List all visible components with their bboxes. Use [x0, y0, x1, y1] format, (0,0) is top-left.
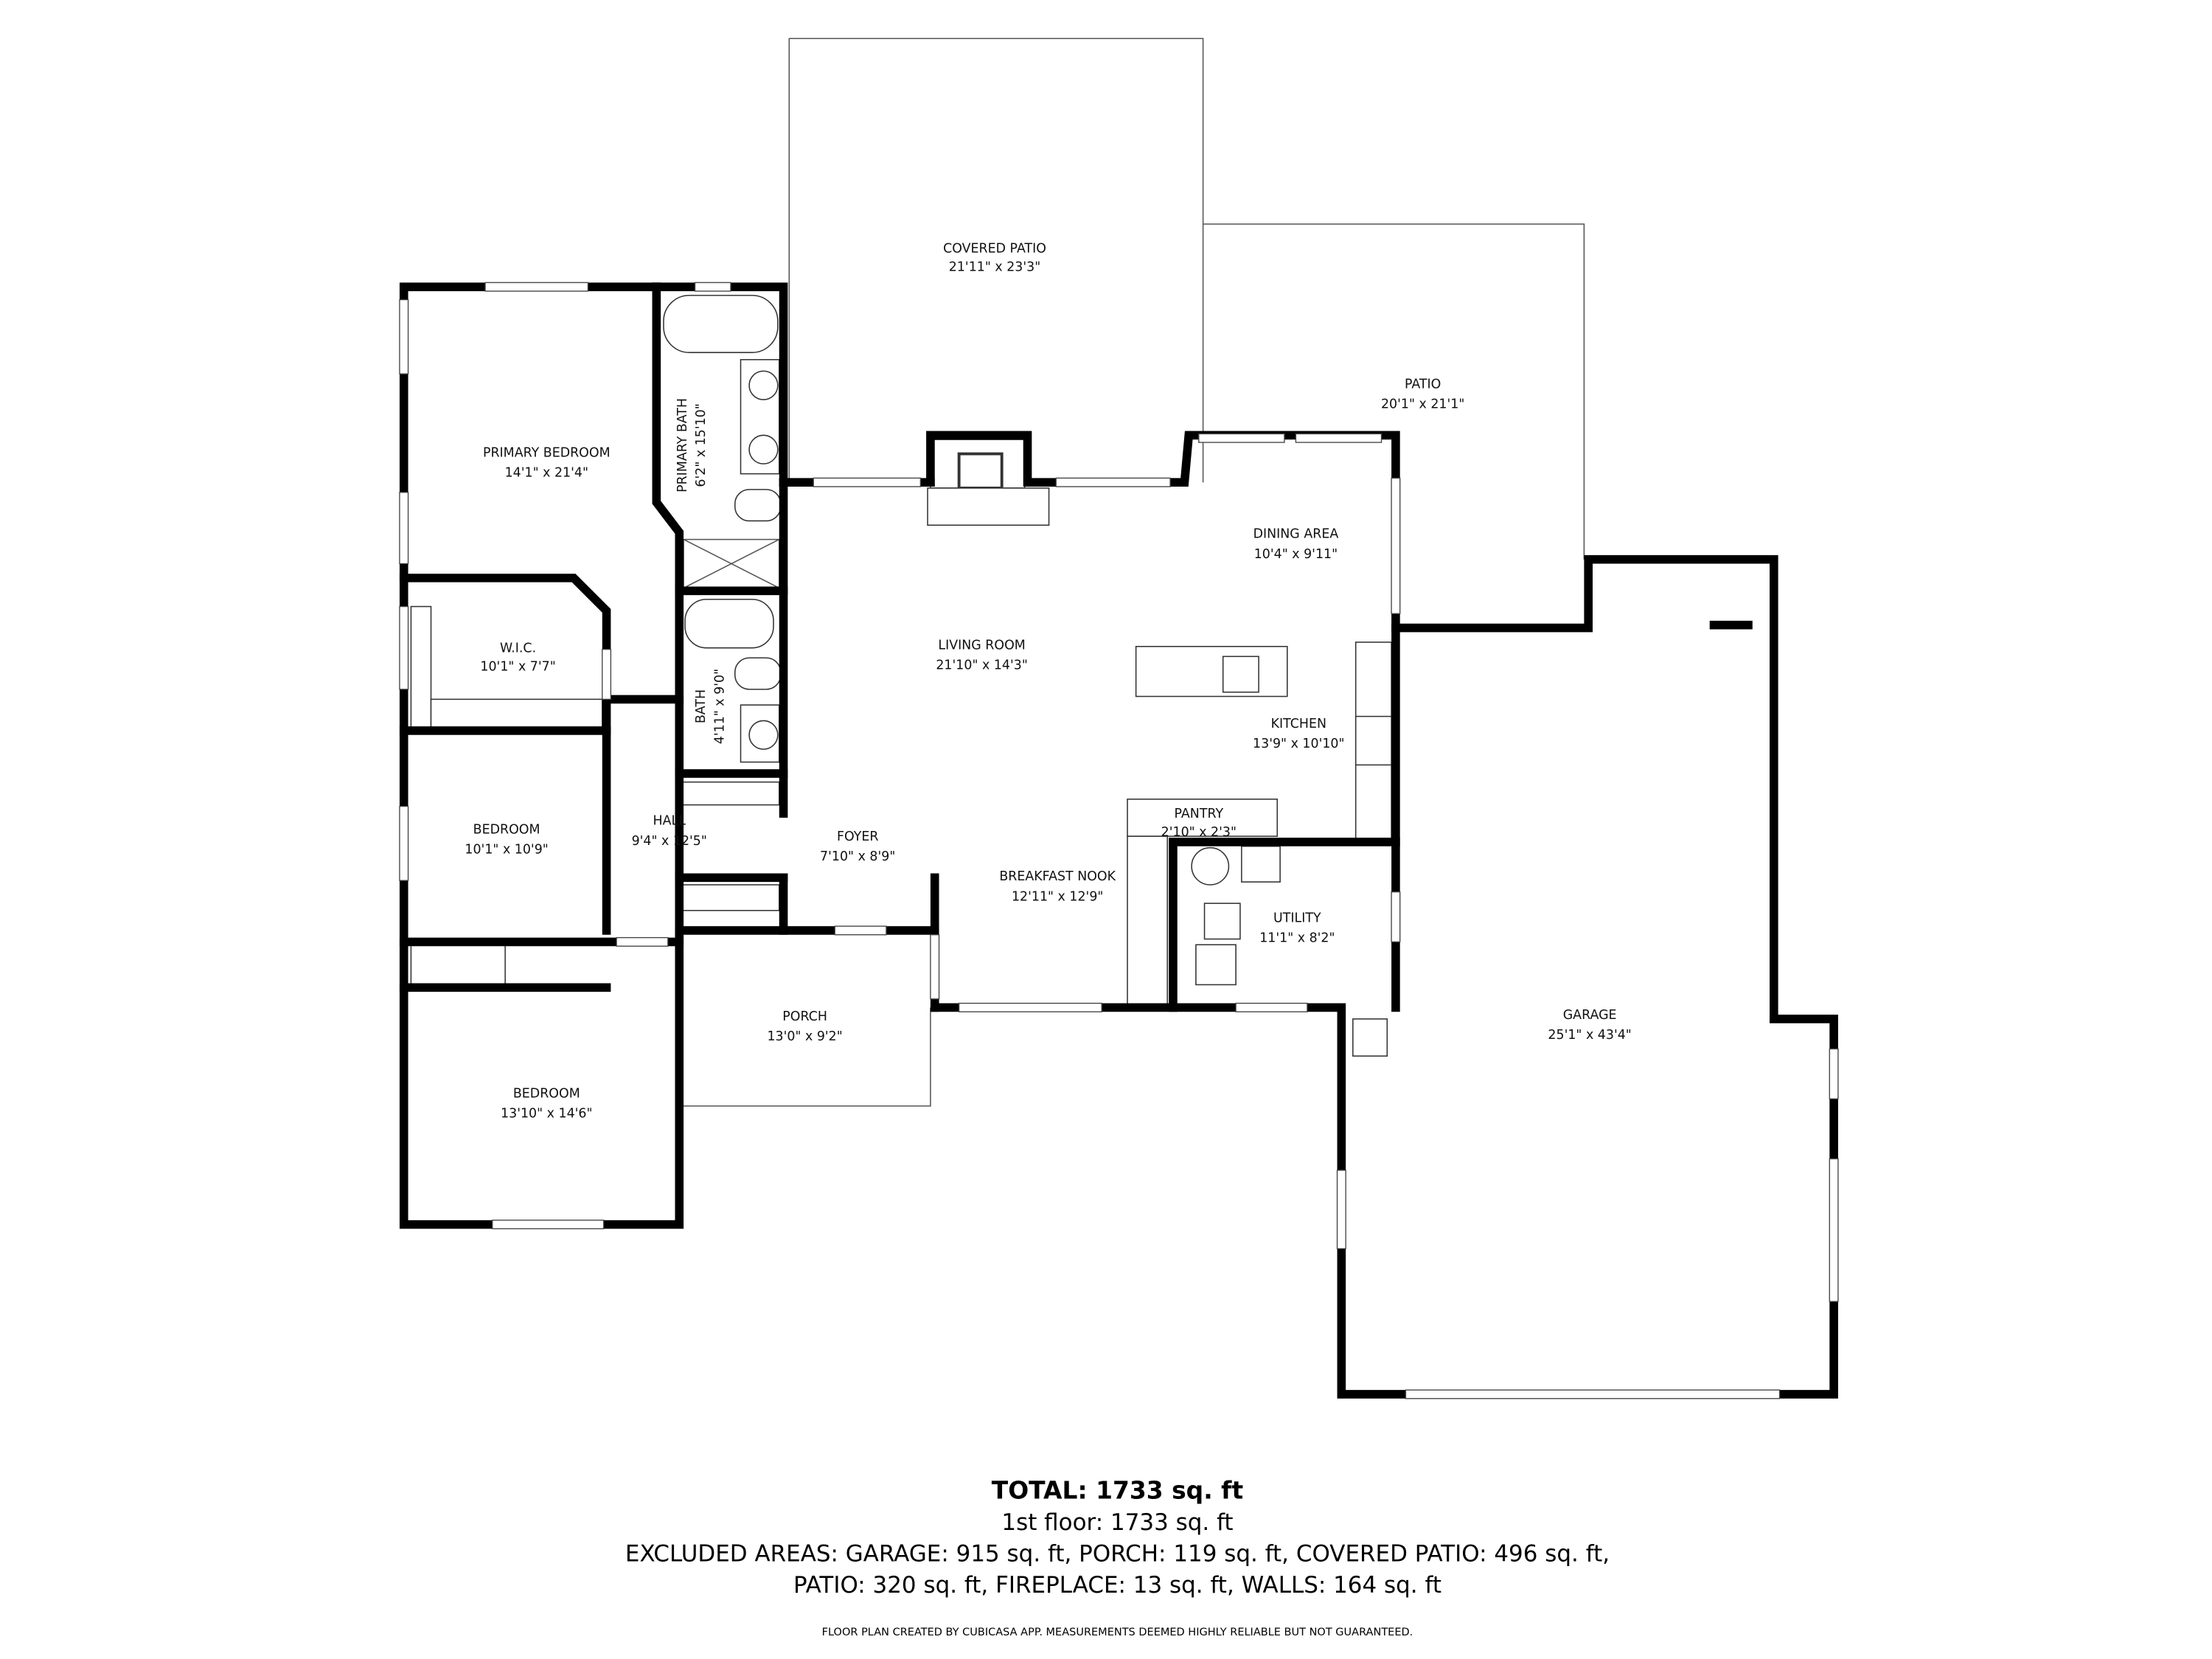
room-name: BREAKFAST NOOK — [999, 869, 1116, 884]
room-living-room: LIVING ROOM 21'10" x 14'3" — [936, 639, 1027, 673]
room-name: PRIMARY BATH — [675, 398, 690, 493]
room-name: PRIMARY BEDROOM — [483, 445, 611, 460]
room-foyer: FOYER 7'10" x 8'9" — [820, 830, 895, 864]
room-name: PORCH — [782, 1009, 827, 1024]
room-dims: 25'1" x 43'4" — [1548, 1028, 1631, 1043]
room-name: W.I.C. — [500, 641, 536, 656]
room-dims: 13'10" x 14'6" — [501, 1106, 592, 1121]
room-name: FOYER — [837, 830, 879, 844]
room-dims: 10'1" x 10'9" — [465, 842, 548, 857]
room-dims: 10'4" x 9'11" — [1254, 547, 1338, 562]
room-hall: HALL 9'4" x 12'5" — [632, 814, 707, 849]
room-bedroom-2: BEDROOM 13'10" x 14'6" — [501, 1086, 592, 1121]
room-dims: 11'1" x 8'2" — [1259, 931, 1335, 945]
room-name: COVERED PATIO — [943, 242, 1046, 257]
room-dims: 4'11" x 9'0" — [712, 669, 727, 744]
total-area: TOTAL: 1733 sq. ft — [992, 1475, 1243, 1504]
fixtures — [410, 294, 1392, 1057]
excluded-areas-line-2: PATIO: 320 sq. ft, FIREPLACE: 13 sq. ft,… — [793, 1572, 1441, 1599]
room-name: HALL — [653, 814, 686, 829]
room-name: BATH — [694, 689, 709, 723]
room-dims: 7'10" x 8'9" — [820, 849, 895, 864]
outdoor-outlines — [679, 38, 1585, 1107]
room-name: UTILITY — [1273, 911, 1321, 925]
room-covered-patio: COVERED PATIO 21'11" x 23'3" — [943, 242, 1046, 275]
room-primary-bath: PRIMARY BATH 6'2" x 15'10" — [675, 398, 709, 493]
room-name: BEDROOM — [513, 1086, 580, 1101]
room-bedroom-1: BEDROOM 10'1" x 10'9" — [465, 822, 548, 857]
room-dims: 14'1" x 21'4" — [505, 465, 588, 480]
room-name: LIVING ROOM — [938, 639, 1025, 653]
excluded-areas-line-1: EXCLUDED AREAS: GARAGE: 915 sq. ft, PORC… — [625, 1540, 1610, 1567]
room-name: DINING AREA — [1253, 527, 1339, 542]
disclaimer: FLOOR PLAN CREATED BY CUBICASA APP. MEAS… — [822, 1627, 1413, 1638]
walls — [399, 282, 1838, 1399]
room-name: PATIO — [1405, 377, 1441, 392]
room-breakfast-nook: BREAKFAST NOOK 12'11" x 12'9" — [999, 869, 1116, 904]
room-dining-area: DINING AREA 10'4" x 9'11" — [1253, 527, 1339, 562]
room-garage: GARAGE 25'1" x 43'4" — [1548, 1008, 1631, 1043]
room-porch: PORCH 13'0" x 9'2" — [767, 1009, 842, 1044]
room-dims: 9'4" x 12'5" — [632, 834, 707, 849]
room-utility: UTILITY 11'1" x 8'2" — [1259, 911, 1335, 945]
room-dims: 6'2" x 15'10" — [694, 403, 709, 487]
room-pantry: PANTRY 2'10" x 2'3" — [1161, 807, 1237, 840]
windows — [399, 282, 1839, 1399]
room-name: BEDROOM — [473, 822, 540, 837]
room-wic: W.I.C. 10'1" x 7'7" — [480, 641, 555, 675]
room-dims: 2'10" x 2'3" — [1161, 825, 1237, 840]
room-dims: 13'9" x 10'10" — [1253, 737, 1344, 751]
room-patio: PATIO 20'1" x 21'1" — [1381, 377, 1464, 411]
room-dims: 10'1" x 7'7" — [480, 660, 555, 675]
room-dims: 13'0" x 9'2" — [767, 1029, 842, 1044]
room-name: GARAGE — [1563, 1008, 1617, 1023]
room-name: PANTRY — [1175, 807, 1224, 821]
area-summary: TOTAL: 1733 sq. ft 1st floor: 1733 sq. f… — [625, 1475, 1610, 1638]
room-name: KITCHEN — [1271, 717, 1326, 731]
room-primary-bedroom: PRIMARY BEDROOM 14'1" x 21'4" — [483, 445, 611, 480]
room-labels: COVERED PATIO 21'11" x 23'3" PATIO 20'1" x… — [465, 242, 1631, 1121]
floor-area: 1st floor: 1733 sq. ft — [1001, 1509, 1233, 1536]
room-dims: 12'11" x 12'9" — [1012, 889, 1103, 904]
room-dims: 21'10" x 14'3" — [936, 658, 1027, 673]
room-dims: 21'11" x 23'3" — [949, 260, 1040, 275]
room-dims: 20'1" x 21'1" — [1381, 397, 1464, 412]
room-kitchen: KITCHEN 13'9" x 10'10" — [1253, 717, 1344, 751]
